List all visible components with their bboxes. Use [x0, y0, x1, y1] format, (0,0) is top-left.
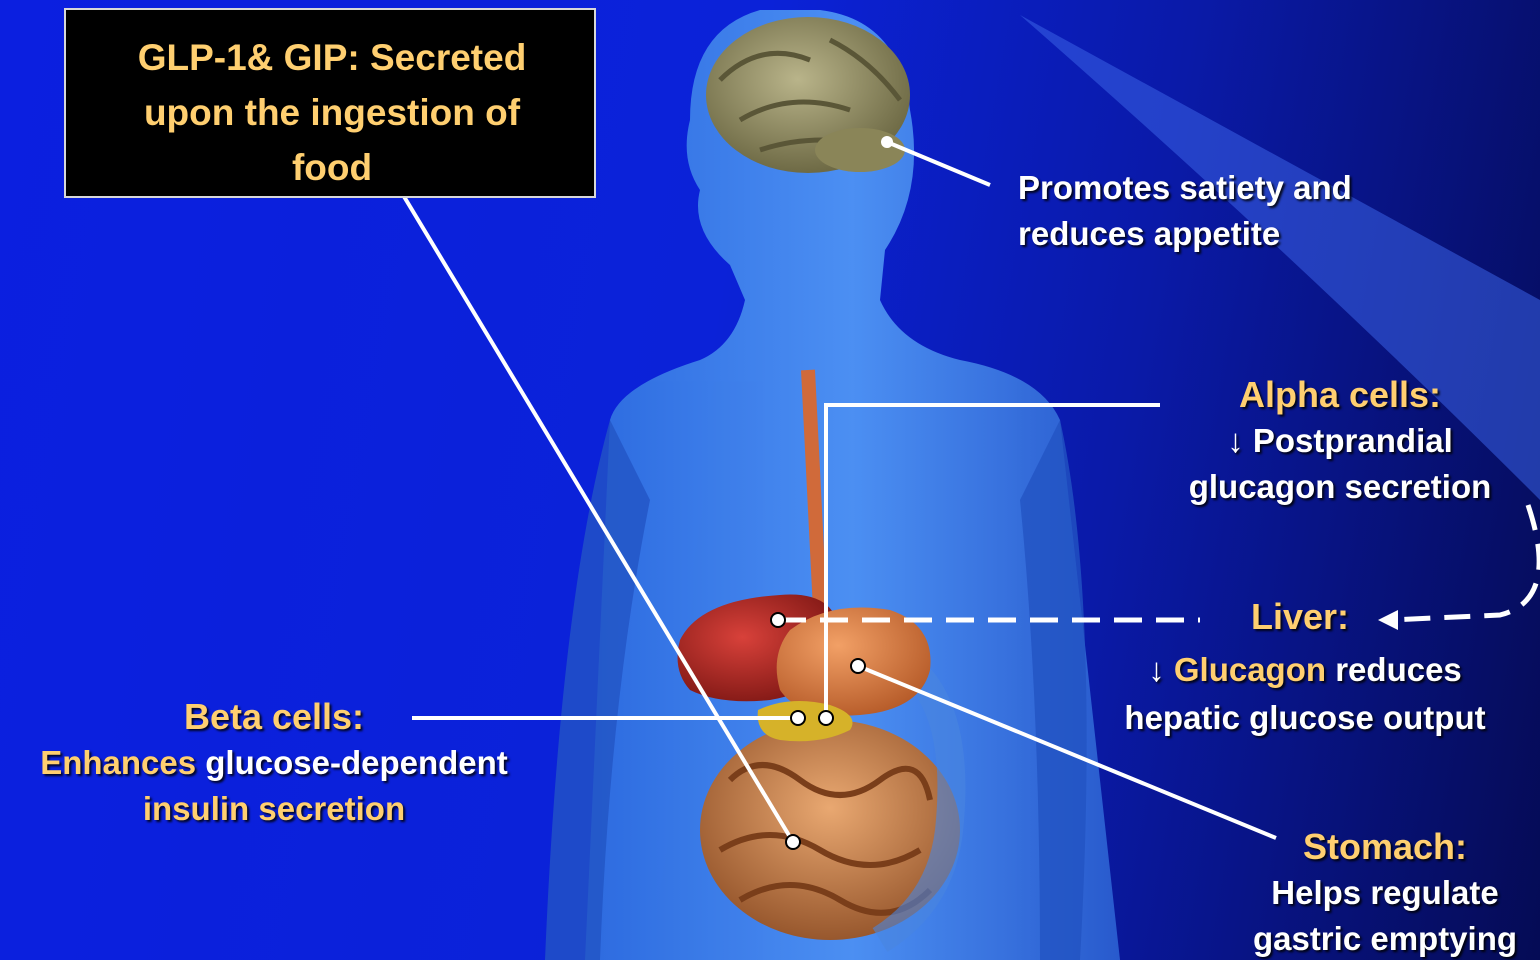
liver-title: Liver:	[1215, 596, 1385, 638]
brain-label: Promotes satiety and reduces appetite	[1018, 165, 1352, 257]
callout-line-3: food	[66, 140, 598, 195]
down-arrow-icon: ↓	[1227, 422, 1244, 459]
beta-cells-label: Beta cells: Enhances glucose-dependent i…	[0, 694, 548, 832]
glp1-gip-callout-box: GLP-1& GIP: Secreted upon the ingestion …	[64, 8, 596, 198]
brain-icon	[706, 17, 910, 173]
alpha-to-liver-arrow	[1390, 505, 1539, 620]
stomach-label: Stomach: Helps regulate gastric emptying	[1230, 824, 1540, 960]
down-arrow-icon: ↓	[1148, 651, 1165, 688]
stomach-title: Stomach:	[1230, 824, 1540, 870]
callout-line-1: GLP-1& GIP: Secreted	[66, 30, 598, 85]
callout-line-2: upon the ingestion of	[66, 85, 598, 140]
alpha-line-1: Postprandial	[1253, 422, 1453, 459]
brain-line-1: Promotes satiety and	[1018, 165, 1352, 211]
beta-cells-title: Beta cells:	[0, 694, 548, 740]
alpha-cells-title: Alpha cells:	[1150, 372, 1530, 418]
alpha-cells-label: Alpha cells: ↓ Postprandial glucagon sec…	[1150, 372, 1530, 510]
liver-keyword: Glucagon	[1174, 651, 1326, 688]
alpha-line-2: glucagon secretion	[1150, 464, 1530, 510]
stomach-line-1: Helps regulate	[1230, 870, 1540, 916]
beta-line-1-rest: glucose-dependent	[205, 744, 508, 781]
beta-line-2: insulin secretion	[0, 786, 548, 832]
liver-line-2: hepatic glucose output	[1085, 694, 1525, 742]
stomach-line-2: gastric emptying	[1230, 916, 1540, 960]
brain-line-2: reduces appetite	[1018, 211, 1352, 257]
liver-line-1-rest: reduces	[1335, 651, 1462, 688]
beta-keyword: Enhances	[40, 744, 196, 781]
liver-label: ↓ Glucagon reduces hepatic glucose outpu…	[1085, 646, 1525, 742]
